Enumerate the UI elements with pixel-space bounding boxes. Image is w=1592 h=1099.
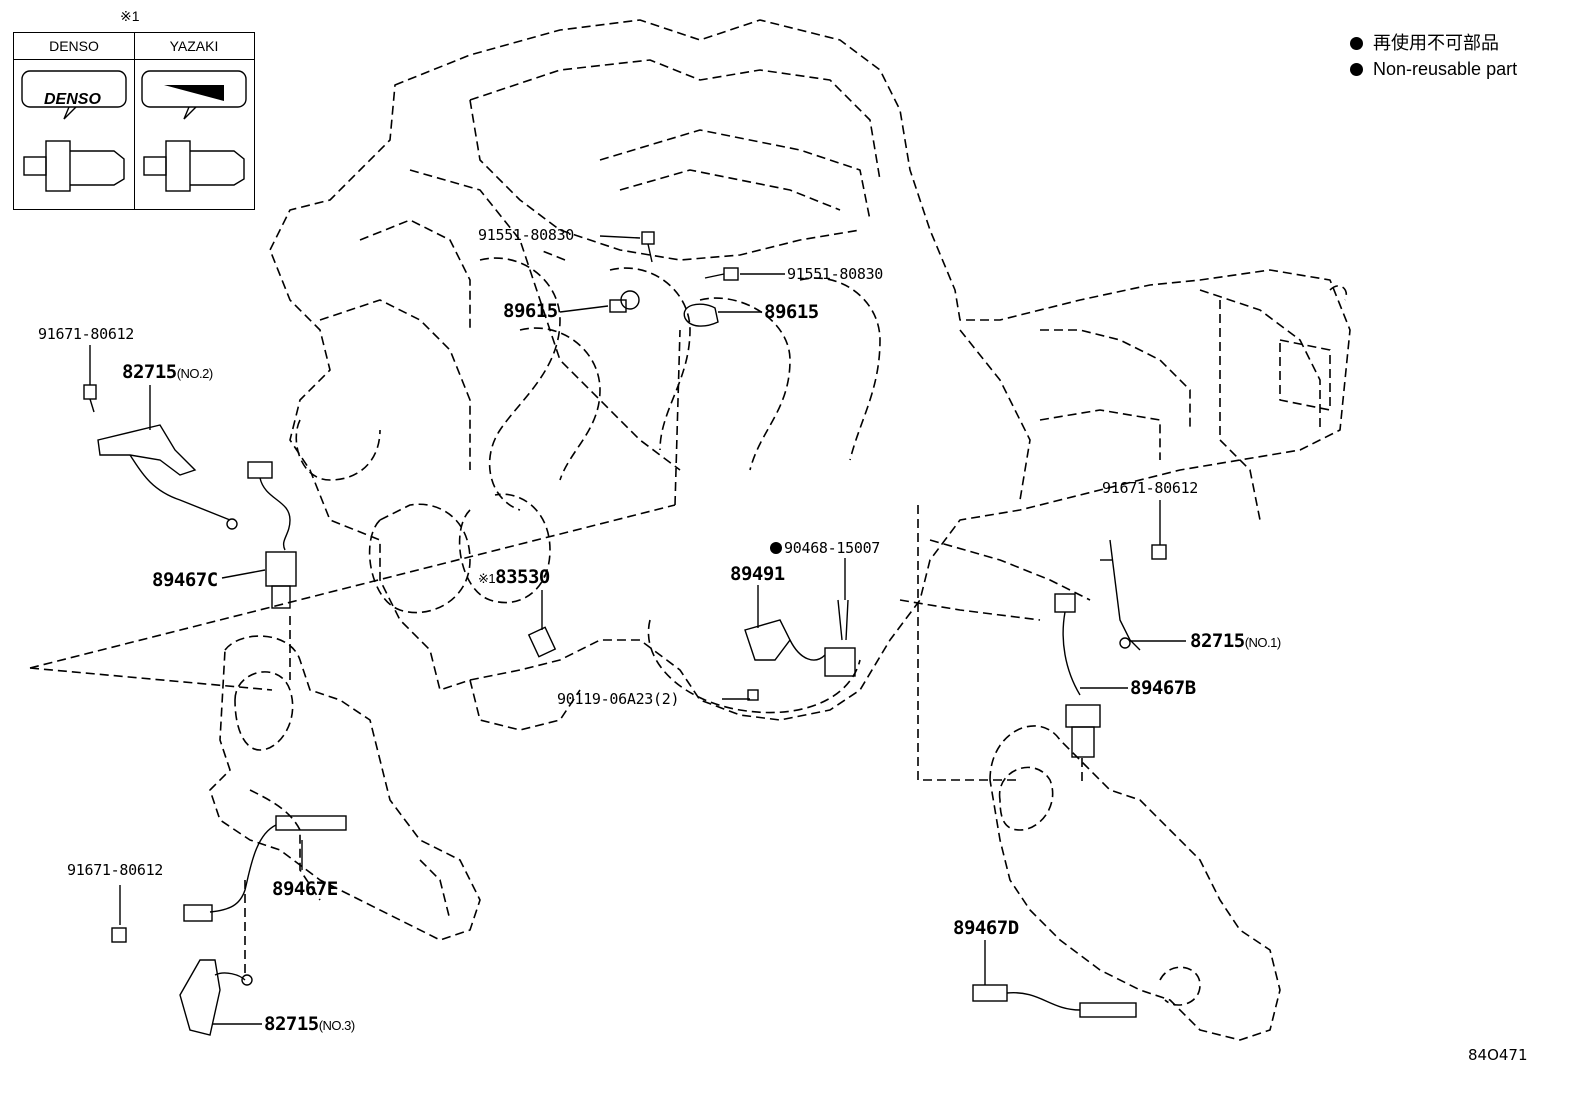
part-83530-mark: ※1 <box>478 571 496 586</box>
part-90468-number: 90468-15007 <box>784 539 881 557</box>
part-82715-no1-note: (NO.1) <box>1244 635 1282 650</box>
oxygen-sensor-89467b <box>1054 593 1101 758</box>
part-90468-15007: 90468-15007 <box>770 541 880 556</box>
part-82715-no3-number: 82715 <box>264 1013 319 1035</box>
bolt-91551-a <box>641 231 655 263</box>
part-82715-no2: 82715(NO.2) <box>122 363 213 382</box>
non-reusable-dot-icon <box>770 542 782 554</box>
part-91671-80612-c: 91671-80612 <box>67 861 164 879</box>
yazaki-logo-callout <box>141 70 247 108</box>
part-83530: ※183530 <box>478 568 550 587</box>
bracket-82715-no2 <box>83 384 238 530</box>
part-91551-80830-b: 91551-80830 <box>787 265 884 283</box>
diagram-code: 84O471 <box>1468 1046 1528 1064</box>
part-82715-no3: 82715(NO.3) <box>264 1015 355 1034</box>
denso-logo-callout <box>21 70 127 108</box>
part-91671-80612-a: 91671-80612 <box>38 325 135 343</box>
bracket-82715-no3 <box>111 927 253 1036</box>
part-91671-80612-b: 91671-80612 <box>1102 479 1199 497</box>
right-exhaust-manifold <box>989 725 1281 1041</box>
part-89467e: 89467E <box>272 878 338 900</box>
part-89615-a: 89615 <box>503 300 558 322</box>
legend-label-ja: 再使用不可部品 <box>1373 33 1499 53</box>
yazaki-logo-icon <box>164 85 224 101</box>
crank-sensor-89491 <box>744 599 856 701</box>
part-82715-no1-number: 82715 <box>1190 630 1245 652</box>
part-91551-80830-a: 91551-80830 <box>478 226 575 244</box>
inset-ref-mark: ※1 <box>120 8 140 24</box>
non-reusable-dot-icon <box>1350 62 1363 76</box>
oxygen-sensor-89467e <box>183 815 347 922</box>
part-89467c: 89467C <box>152 569 218 591</box>
bracket-82715-no1 <box>1100 539 1167 651</box>
inset-brand-denso: DENSO <box>14 33 134 60</box>
oxygen-sensor-89467c <box>247 461 297 609</box>
legend-row-ja: 再使用不可部品 <box>1350 30 1517 56</box>
engine-outline <box>269 19 1351 721</box>
part-82715-no1: 82715(NO.1) <box>1190 632 1281 651</box>
inset-sensor-illustrations <box>21 70 247 192</box>
inset-divider <box>134 33 135 209</box>
sensor-89615-b <box>683 303 719 327</box>
non-reusable-dot-icon <box>1350 36 1363 50</box>
part-82715-no2-note: (NO.2) <box>176 366 214 381</box>
part-90119-06a23: 90119-06A23(2) <box>557 690 680 708</box>
legend-label-en: Non-reusable part <box>1373 59 1518 79</box>
inset-brand-yazaki: YAZAKI <box>134 33 254 60</box>
part-89467d: 89467D <box>953 917 1019 939</box>
left-exhaust-manifold <box>209 635 481 941</box>
sensor-89615-a <box>609 290 640 313</box>
oxygen-sensor-89467d <box>972 984 1137 1018</box>
bolt-91551-b <box>704 267 739 281</box>
part-83530-number: 83530 <box>495 566 550 588</box>
part-82715-no2-number: 82715 <box>122 361 177 383</box>
denso-logo-text: DENSO <box>44 91 101 108</box>
part-89615-b: 89615 <box>764 301 819 323</box>
part-89491: 89491 <box>730 563 785 585</box>
part-89467b: 89467B <box>1130 677 1196 699</box>
legend-row-en: Non-reusable part <box>1350 56 1517 82</box>
sensor-brand-inset: DENSO YAZAKI DENSO <box>13 32 255 210</box>
part-82715-no3-note: (NO.3) <box>318 1018 356 1033</box>
knock-sensor-83530 <box>527 626 557 658</box>
legend: 再使用不可部品 Non-reusable part <box>1350 30 1517 82</box>
